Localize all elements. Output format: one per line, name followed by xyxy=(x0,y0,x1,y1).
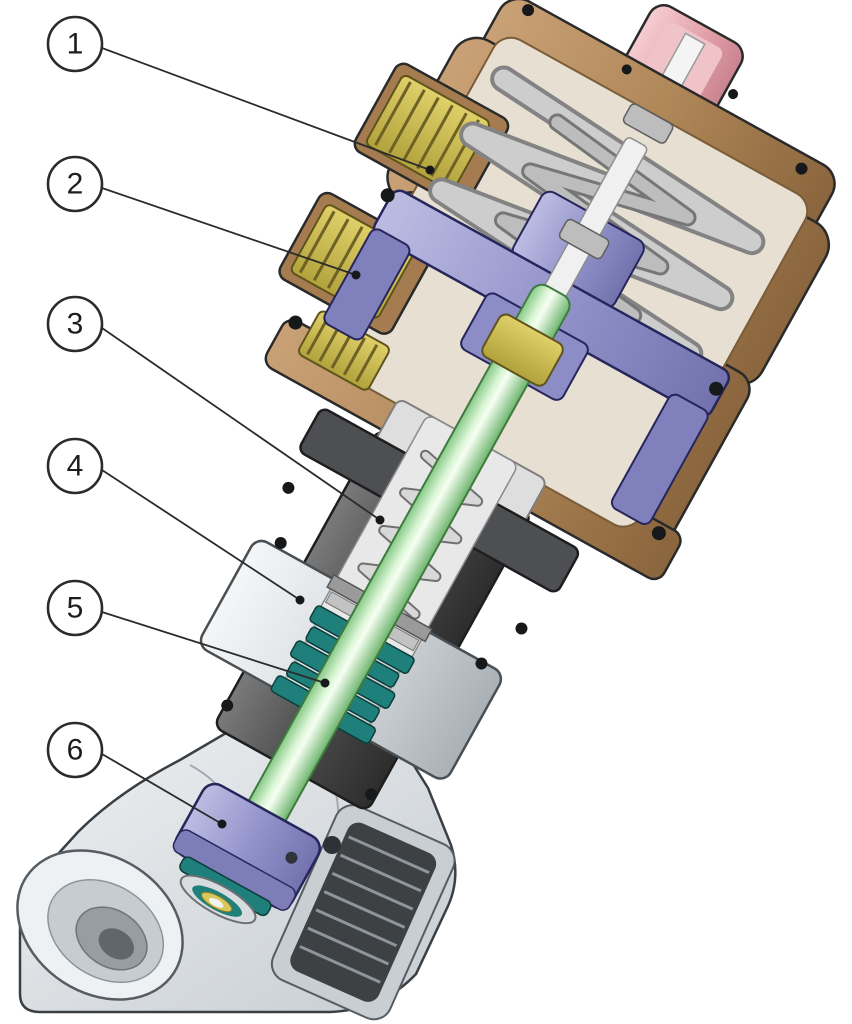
stem-nut xyxy=(481,313,564,387)
body-pilot-hole xyxy=(323,836,341,854)
stem-guide-upper xyxy=(622,103,674,144)
callout-leaders xyxy=(101,47,431,825)
callout-1: 1 xyxy=(46,15,104,73)
leader-dot-2 xyxy=(351,270,361,280)
callout-3: 3 xyxy=(46,295,104,353)
callout-5-number: 5 xyxy=(67,592,84,625)
callout-balloons: 1 2 3 4 5 6 xyxy=(46,15,104,779)
leader-line-3 xyxy=(101,327,381,521)
leader-dot-4 xyxy=(295,595,305,605)
outlet-port-threads xyxy=(270,804,456,1021)
callout-3-number: 3 xyxy=(67,308,84,341)
callout-4-number: 4 xyxy=(67,450,84,483)
callout-6-number: 6 xyxy=(67,734,84,767)
callout-2-number: 2 xyxy=(67,168,84,201)
leader-dot-5 xyxy=(320,678,330,688)
callout-1-number: 1 xyxy=(67,28,84,61)
stem-guide-mid xyxy=(558,218,610,260)
callout-6: 6 xyxy=(46,721,104,779)
leader-dot-3 xyxy=(375,515,385,525)
callout-dots xyxy=(217,165,435,829)
leader-line-2 xyxy=(101,187,357,276)
leader-dot-6 xyxy=(217,819,227,829)
air-port-1 xyxy=(353,62,510,208)
callout-4: 4 xyxy=(46,437,104,495)
callout-5: 5 xyxy=(46,579,104,637)
leader-dot-1 xyxy=(425,165,435,175)
leader-line-6 xyxy=(101,753,223,825)
leader-line-4 xyxy=(101,469,301,601)
valve-disc xyxy=(172,782,322,925)
o-ring-seals xyxy=(221,4,808,801)
inlet-port-funnel xyxy=(16,849,184,1001)
leader-line-1 xyxy=(101,47,431,171)
callout-2: 2 xyxy=(46,155,104,213)
leader-line-5 xyxy=(101,611,326,684)
pilot-thread xyxy=(297,310,390,391)
